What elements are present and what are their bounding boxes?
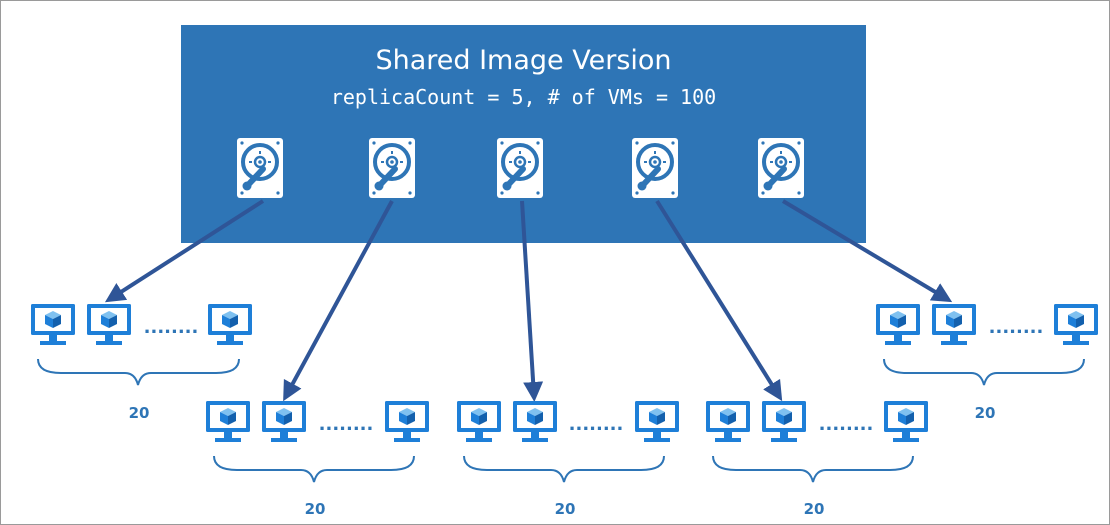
- vm-group-2: ........ 20: [206, 401, 429, 518]
- replica-disk-icon-4: [632, 138, 678, 198]
- vm-ellipsis: ........: [989, 317, 1044, 338]
- group-brace: [37, 358, 240, 386]
- vm-group-4: ........ 20: [706, 401, 928, 518]
- group-brace: [712, 455, 914, 483]
- vm-count-label: 20: [804, 500, 825, 518]
- replica-disk-icon-5: [758, 138, 804, 198]
- vm-ellipsis: ........: [319, 414, 374, 435]
- vm-icon: [457, 401, 501, 442]
- group-brace: [463, 455, 665, 483]
- replication-arrow-4: [655, 199, 783, 402]
- vm-ellipsis: ........: [144, 317, 199, 338]
- vm-icon: [762, 401, 806, 442]
- replication-arrow-1: [104, 199, 265, 303]
- vm-group-5: ........ 20: [876, 304, 1098, 422]
- replica-disk-icon-3: [497, 138, 543, 198]
- vm-icon: [87, 304, 131, 345]
- vm-group-1: ........ 20: [31, 304, 252, 422]
- replica-disk-icon-1: [237, 138, 283, 198]
- vm-ellipsis: ........: [819, 414, 874, 435]
- banner-subtitle: replicaCount = 5, # of VMs = 100: [330, 85, 717, 109]
- vm-icon: [206, 401, 250, 442]
- banner-title: Shared Image Version: [375, 45, 672, 76]
- vm-group-3: ........ 20: [457, 401, 679, 518]
- vm-icon: [262, 401, 306, 442]
- vm-icon: [876, 304, 920, 345]
- vm-icon: [706, 401, 750, 442]
- vm-count-label: 20: [555, 500, 576, 518]
- replication-arrow-3: [520, 200, 544, 402]
- vm-icon: [513, 401, 557, 442]
- vm-icon: [1054, 304, 1098, 345]
- replica-disk-icon-2: [369, 138, 415, 198]
- vm-icon: [31, 304, 75, 345]
- replication-arrow-2: [283, 200, 394, 402]
- vm-icon: [208, 304, 252, 345]
- vm-icon: [385, 401, 429, 442]
- vm-count-label: 20: [975, 404, 996, 422]
- vm-count-label: 20: [305, 500, 326, 518]
- vm-icon: [932, 304, 976, 345]
- vm-icon: [884, 401, 928, 442]
- group-brace: [883, 358, 1085, 386]
- vm-count-label: 20: [129, 404, 150, 422]
- replication-arrow-5: [781, 199, 953, 303]
- vm-icon: [635, 401, 679, 442]
- group-brace: [213, 455, 415, 483]
- vm-ellipsis: ........: [569, 414, 624, 435]
